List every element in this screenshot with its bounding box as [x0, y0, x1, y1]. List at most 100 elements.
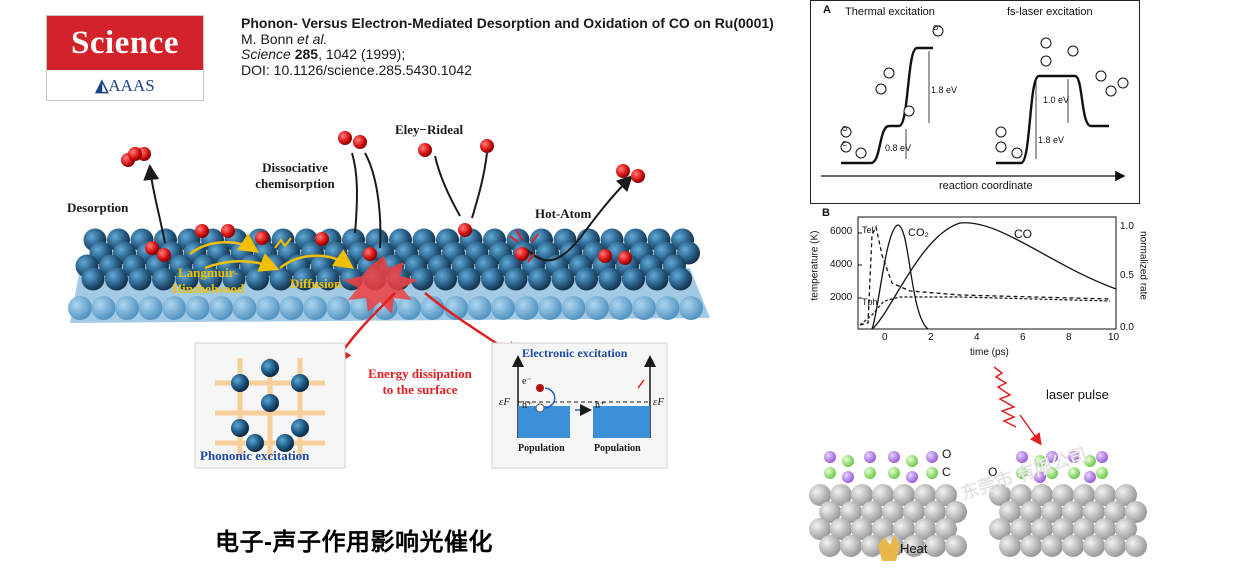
slab-atom	[293, 267, 316, 291]
slab-atom	[457, 267, 481, 291]
label-eley-rideal: Eley−Rideal	[395, 122, 464, 137]
substrate-atom	[1115, 518, 1137, 540]
panel-b-xtick-10: 10	[1108, 332, 1120, 343]
carbon-atom	[888, 467, 900, 479]
substrate-atom	[1083, 535, 1105, 557]
substrate-atom	[1094, 484, 1116, 506]
paper-doi: DOI: 10.1126/science.285.5430.1042	[241, 61, 472, 78]
slab-atom	[528, 267, 551, 291]
panel-b-xtick-6: 6	[1020, 332, 1026, 343]
substrate-atom	[882, 501, 904, 523]
carbon-atom	[824, 467, 836, 479]
oxygen-adsorbate	[1016, 451, 1028, 463]
science-logo-text: Science	[47, 16, 203, 70]
slab-atom	[434, 267, 457, 291]
panel-b-ytick-r1: 1.0	[1120, 221, 1134, 232]
label-hole-1: h⁺	[522, 400, 533, 411]
oxygen-atom	[338, 131, 352, 145]
oxygen-atom	[255, 231, 269, 245]
substrate-atom	[851, 518, 873, 540]
substrate-atom	[1010, 484, 1032, 506]
substrate-atom	[809, 518, 831, 540]
heat-label: Heat	[900, 541, 928, 556]
slab-atom	[269, 267, 293, 291]
panel-b-xtick-4: 4	[974, 332, 980, 343]
slab-atom	[585, 296, 609, 320]
panel-a-ostar: O*	[933, 25, 942, 32]
panel-b-tph: Tph	[862, 297, 878, 307]
paper-title: Phonon- Versus Electron-Mediated Desorpt…	[241, 15, 774, 31]
substrate-atom	[1062, 501, 1084, 523]
slab-atom	[209, 296, 233, 320]
oxygen-atom	[598, 249, 612, 263]
substrate-atom	[1041, 535, 1063, 557]
substrate-atom	[989, 518, 1011, 540]
substrate-atom	[872, 518, 894, 540]
substrate-atom	[903, 501, 925, 523]
carbon-atom	[1034, 455, 1046, 467]
substrate-atom	[914, 484, 936, 506]
label-diffusion: Diffusion	[290, 276, 342, 291]
carbon-atom	[1046, 467, 1058, 479]
slab-atom	[138, 296, 163, 320]
slab-atom	[622, 267, 645, 291]
slab-atom	[152, 267, 175, 291]
substrate-atom	[999, 535, 1021, 557]
oxygen-atom	[353, 135, 367, 149]
panel-a-energy-diagram: A Thermal excitation fs-laser excitation…	[810, 0, 1140, 204]
oxygen-atom	[458, 223, 472, 237]
slab-atom	[232, 296, 257, 320]
slab-atom	[481, 267, 504, 291]
slab-atom	[420, 296, 445, 320]
laser-o-label-2: O	[988, 465, 998, 479]
panel-a-letter: A	[823, 4, 831, 16]
panel-b-ytick-6000: 6000	[830, 226, 853, 237]
label-electron: e⁻	[522, 376, 532, 387]
oxygen-atom	[418, 143, 432, 157]
label-langmuir: Langmuir-	[178, 265, 239, 280]
carbon-atom	[926, 467, 938, 479]
carbon-atom	[864, 467, 876, 479]
substrate-atom	[1010, 518, 1032, 540]
slab-atom	[246, 267, 269, 291]
substrate-atom	[1031, 518, 1053, 540]
oxygen-atom	[195, 224, 209, 238]
oxygen-atom	[128, 147, 142, 161]
oxygen-adsorbate	[842, 471, 854, 483]
slab-atom	[669, 267, 692, 291]
oxygen-atom	[616, 164, 630, 178]
panel-b-rate-plot: B temperature (K) normalized rate 6000 4…	[810, 205, 1149, 365]
laser-o-label: O	[942, 447, 952, 461]
slab-atom	[105, 267, 128, 291]
slab-atom	[608, 296, 633, 320]
label-phononic: Phononic excitation	[200, 448, 310, 463]
oxygen-adsorbate	[906, 471, 918, 483]
panel-a-thermal: Thermal excitation	[845, 6, 935, 18]
label-fermi-1: εF	[499, 396, 511, 408]
substrate-atom	[935, 518, 957, 540]
label-population-2: Population	[594, 443, 641, 454]
slab-atom	[326, 296, 351, 320]
slab-atom	[655, 296, 680, 320]
slab-atom	[575, 267, 598, 291]
panel-b-co2: CO₂	[908, 227, 929, 239]
slab-atom	[598, 267, 622, 291]
slab-atom	[222, 267, 246, 291]
panel-b-ytick-2000: 2000	[830, 292, 853, 303]
substrate-atom	[1052, 518, 1074, 540]
label-desorption: Desorption	[67, 200, 129, 215]
panel-a-o: O	[842, 126, 848, 133]
label-population-1: Population	[518, 443, 565, 454]
slab-atom	[115, 296, 139, 320]
slab-atom	[645, 267, 669, 291]
panel-b-ytick-r3: 0.0	[1120, 322, 1134, 333]
substrate-atom	[893, 518, 915, 540]
oxygen-atom	[515, 247, 529, 261]
substrate-atom	[1073, 518, 1095, 540]
panel-b-ylabel-right: normalized rate	[1137, 231, 1149, 300]
slab-atom	[410, 267, 434, 291]
paper-journal: Science 285, 1042 (1999);	[241, 46, 406, 62]
substrate-atom	[830, 484, 852, 506]
